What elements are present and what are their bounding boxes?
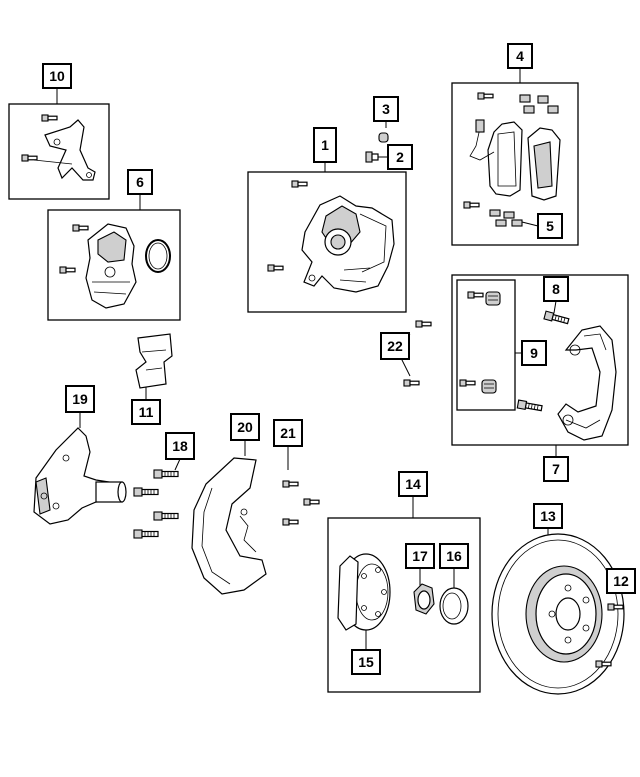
bleeder-cap xyxy=(378,132,389,143)
actuator-motor xyxy=(59,223,171,309)
callout-13[interactable]: 13 xyxy=(533,503,563,529)
callout-14[interactable]: 14 xyxy=(398,471,428,497)
shield-bolts xyxy=(282,480,320,526)
brake-rotor xyxy=(491,533,625,695)
guide-pins xyxy=(459,291,501,394)
callout-number: 7 xyxy=(552,461,560,477)
callout-16[interactable]: 16 xyxy=(439,543,469,569)
callout-6[interactable]: 6 xyxy=(127,169,153,195)
frame-caliper xyxy=(247,171,407,313)
frame-parking-bracket xyxy=(8,103,110,200)
brake-caliper xyxy=(267,180,395,293)
callout-4[interactable]: 4 xyxy=(507,43,533,69)
callout-number: 20 xyxy=(237,419,253,435)
callout-number: 15 xyxy=(358,654,374,670)
callout-2[interactable]: 2 xyxy=(387,144,413,170)
callout-number: 14 xyxy=(405,476,421,492)
callout-22[interactable]: 22 xyxy=(380,332,410,360)
callout-5[interactable]: 5 xyxy=(537,213,563,239)
callout-15[interactable]: 15 xyxy=(351,649,381,675)
frame-actuator xyxy=(47,209,181,321)
callout-number: 1 xyxy=(321,137,329,153)
callout-9[interactable]: 9 xyxy=(521,340,547,366)
callout-number: 3 xyxy=(382,101,390,117)
callout-10[interactable]: 10 xyxy=(42,63,72,89)
callout-20[interactable]: 20 xyxy=(230,413,260,441)
callout-7[interactable]: 7 xyxy=(543,456,569,482)
frame-caliper-adapter xyxy=(451,274,629,446)
callout-number: 6 xyxy=(136,174,144,190)
callout-number: 19 xyxy=(72,391,88,407)
spring-clip xyxy=(135,333,173,389)
callout-number: 17 xyxy=(412,548,428,564)
callout-number: 22 xyxy=(387,338,403,354)
callout-number: 2 xyxy=(396,149,404,165)
parking-brake-bracket xyxy=(21,114,96,181)
callout-number: 10 xyxy=(49,68,65,84)
callout-number: 18 xyxy=(172,438,188,454)
frame-hub-bearing xyxy=(327,517,481,693)
hub-bearing xyxy=(337,553,391,631)
callout-8[interactable]: 8 xyxy=(543,276,569,302)
knuckle-bolts xyxy=(133,469,179,539)
callout-18[interactable]: 18 xyxy=(165,432,195,460)
callout-number: 13 xyxy=(540,508,556,524)
callout-19[interactable]: 19 xyxy=(65,385,95,413)
callout-number: 9 xyxy=(530,345,538,361)
spindle xyxy=(33,427,127,525)
frame-brake-pads xyxy=(451,82,579,246)
caliper-adapter xyxy=(557,325,617,441)
brake-pads xyxy=(463,92,561,227)
hub-nut xyxy=(413,583,435,615)
callout-number: 11 xyxy=(139,404,154,420)
callout-11[interactable]: 11 xyxy=(131,399,161,425)
dust-shield xyxy=(191,457,267,595)
callout-number: 12 xyxy=(613,573,629,589)
bleeder-screw xyxy=(365,151,379,163)
callout-21[interactable]: 21 xyxy=(273,419,303,447)
callout-17[interactable]: 17 xyxy=(405,543,435,569)
frame-guide-pins xyxy=(456,279,516,411)
callout-number: 21 xyxy=(280,425,296,441)
callout-1[interactable]: 1 xyxy=(313,127,337,163)
callout-number: 8 xyxy=(552,281,560,297)
callout-number: 4 xyxy=(516,48,524,64)
hub-cap xyxy=(439,587,469,625)
callout-number: 16 xyxy=(446,548,462,564)
callout-number: 5 xyxy=(546,218,554,234)
callout-3[interactable]: 3 xyxy=(373,96,399,122)
callout-12[interactable]: 12 xyxy=(606,568,636,594)
